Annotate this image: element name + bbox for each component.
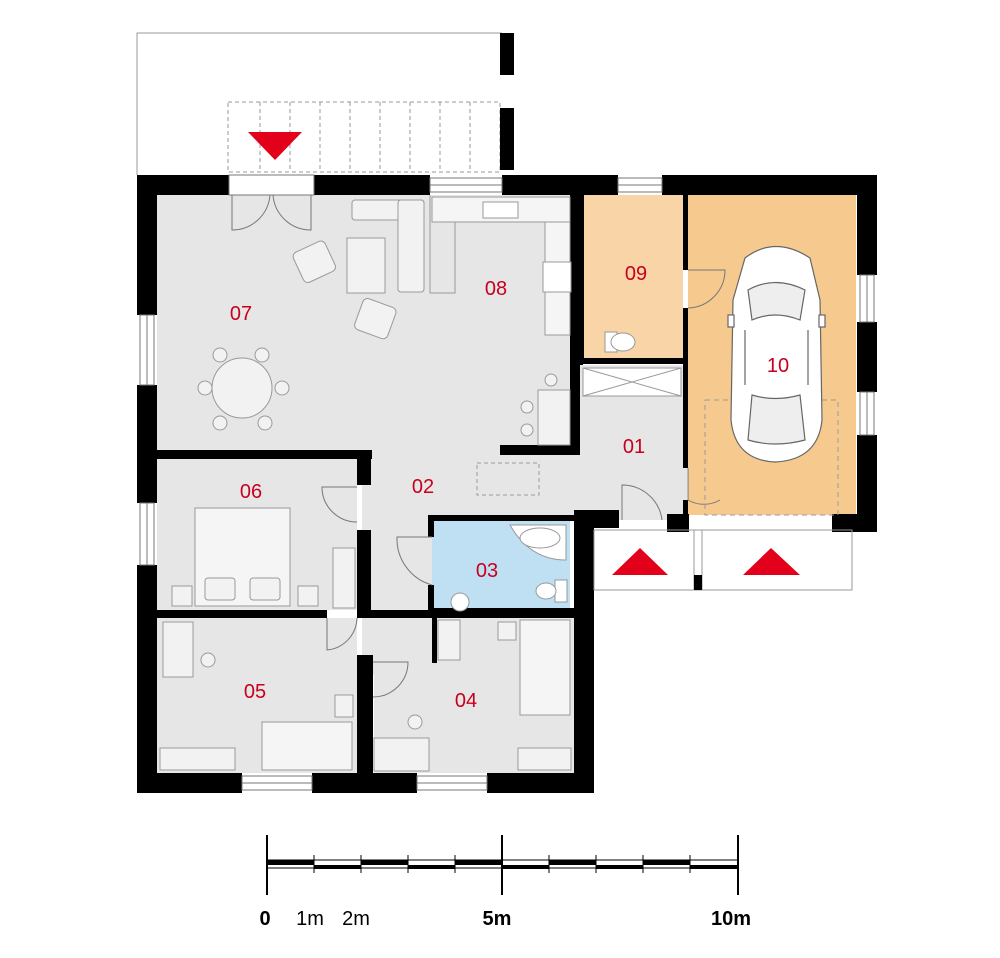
room-label-07: 07 <box>230 303 252 325</box>
room-label-08: 08 <box>485 278 507 300</box>
entrance-porch <box>593 529 853 591</box>
car-icon <box>727 246 826 463</box>
window-panes <box>146 184 868 784</box>
terrace-pillar <box>500 108 514 170</box>
scale-bar: 0 1m 2m 5m 10m <box>259 835 751 930</box>
entrance-arrow-icon <box>248 132 302 160</box>
room-label-05: 05 <box>244 681 266 703</box>
terrace <box>136 32 503 175</box>
entrance-arrow-icon <box>612 548 668 575</box>
terrace-pillar <box>500 33 514 75</box>
furniture <box>159 195 839 772</box>
room-label-04: 04 <box>455 690 477 712</box>
scale-label-10m: 10m <box>711 908 751 930</box>
room-labels: 01 02 03 04 05 06 07 08 09 10 <box>230 263 789 712</box>
room-label-03: 03 <box>476 560 498 582</box>
scale-label-0: 0 <box>259 908 270 930</box>
room-label-01: 01 <box>623 436 645 458</box>
terrace-door <box>228 174 315 231</box>
scale-label-5m: 5m <box>483 908 512 930</box>
scale-label-2m: 2m <box>342 908 370 930</box>
room-label-09: 09 <box>625 263 647 285</box>
walls <box>137 175 877 793</box>
room-label-02: 02 <box>412 476 434 498</box>
doors <box>321 269 726 698</box>
room-label-10: 10 <box>767 355 789 377</box>
garage-entrance-arrow-icon <box>743 548 800 575</box>
scale-label-1m: 1m <box>296 908 324 930</box>
room-label-06: 06 <box>240 481 262 503</box>
